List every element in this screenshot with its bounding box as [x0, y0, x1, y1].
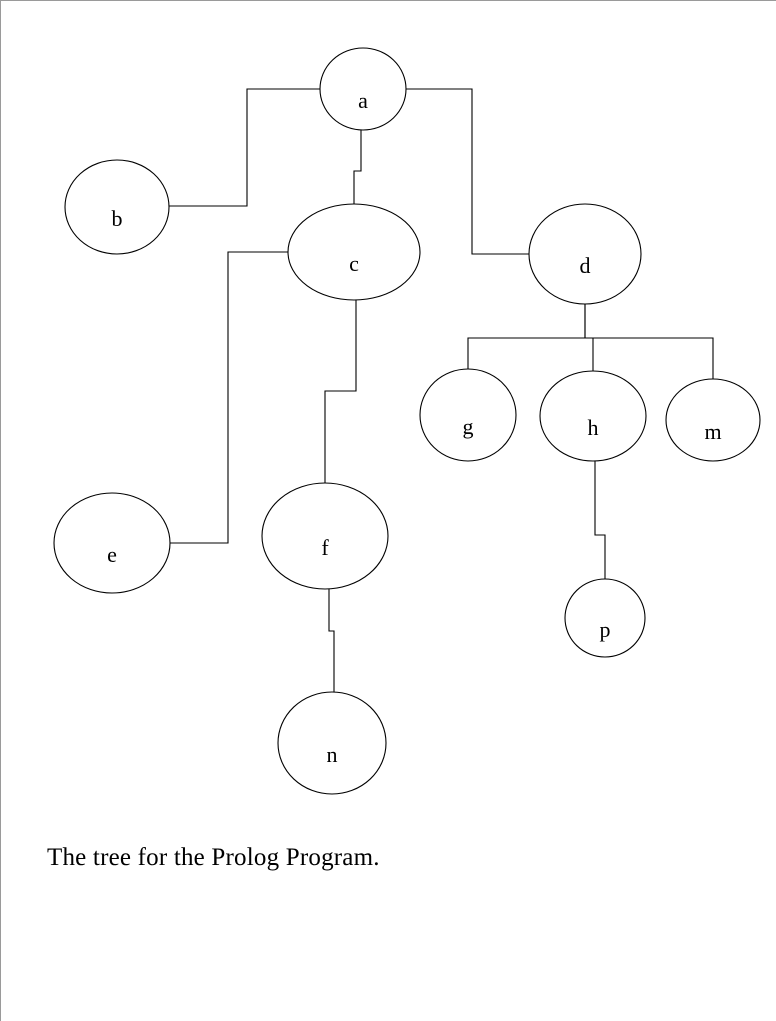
tree-node-f[interactable]: f	[261, 482, 389, 590]
tree-node-b[interactable]: b	[64, 159, 170, 255]
node-label-e: e	[107, 542, 117, 567]
edge-layer	[169, 88, 714, 692]
edge-a-c	[353, 130, 362, 204]
tree-node-h[interactable]: h	[539, 370, 647, 462]
node-outline-d	[528, 203, 642, 305]
node-outline-n	[277, 691, 387, 795]
node-outline-f	[261, 482, 389, 590]
node-label-m: m	[704, 419, 721, 444]
node-layer: a b c d e f g h m n p	[53, 47, 761, 795]
tree-node-g[interactable]: g	[419, 368, 517, 462]
node-label-g: g	[463, 414, 474, 439]
tree-node-c[interactable]: c	[287, 203, 421, 301]
node-outline-g	[419, 368, 517, 462]
node-outline-p	[564, 578, 646, 658]
node-label-f: f	[321, 535, 329, 560]
edge-d-m	[585, 337, 714, 379]
node-label-n: n	[327, 742, 338, 767]
edge-c-e	[170, 251, 288, 544]
node-outline-b	[64, 159, 170, 255]
tree-node-m[interactable]: m	[665, 378, 761, 462]
tree-node-d[interactable]: d	[528, 203, 642, 305]
node-label-a: a	[358, 88, 368, 113]
figure-caption: The tree for the Prolog Program.	[47, 844, 380, 871]
tree-node-e[interactable]: e	[53, 492, 171, 594]
edge-d-g	[467, 304, 586, 370]
edge-c-f	[324, 300, 357, 483]
node-outline-h	[539, 370, 647, 462]
node-outline-e	[53, 492, 171, 594]
node-outline-a	[319, 47, 407, 131]
node-label-c: c	[349, 251, 359, 276]
edge-f-n	[328, 589, 335, 692]
tree-node-p[interactable]: p	[564, 578, 646, 658]
node-outline-c	[287, 203, 421, 301]
tree-node-a[interactable]: a	[319, 47, 407, 131]
tree-node-n[interactable]: n	[277, 691, 387, 795]
edge-a-d	[406, 88, 529, 255]
edge-h-p	[594, 461, 606, 618]
node-label-b: b	[112, 206, 123, 231]
node-label-d: d	[580, 253, 591, 278]
edge-a-b	[169, 88, 320, 207]
node-label-h: h	[588, 415, 599, 440]
node-outline-m	[665, 378, 761, 462]
node-label-p: p	[600, 617, 611, 642]
